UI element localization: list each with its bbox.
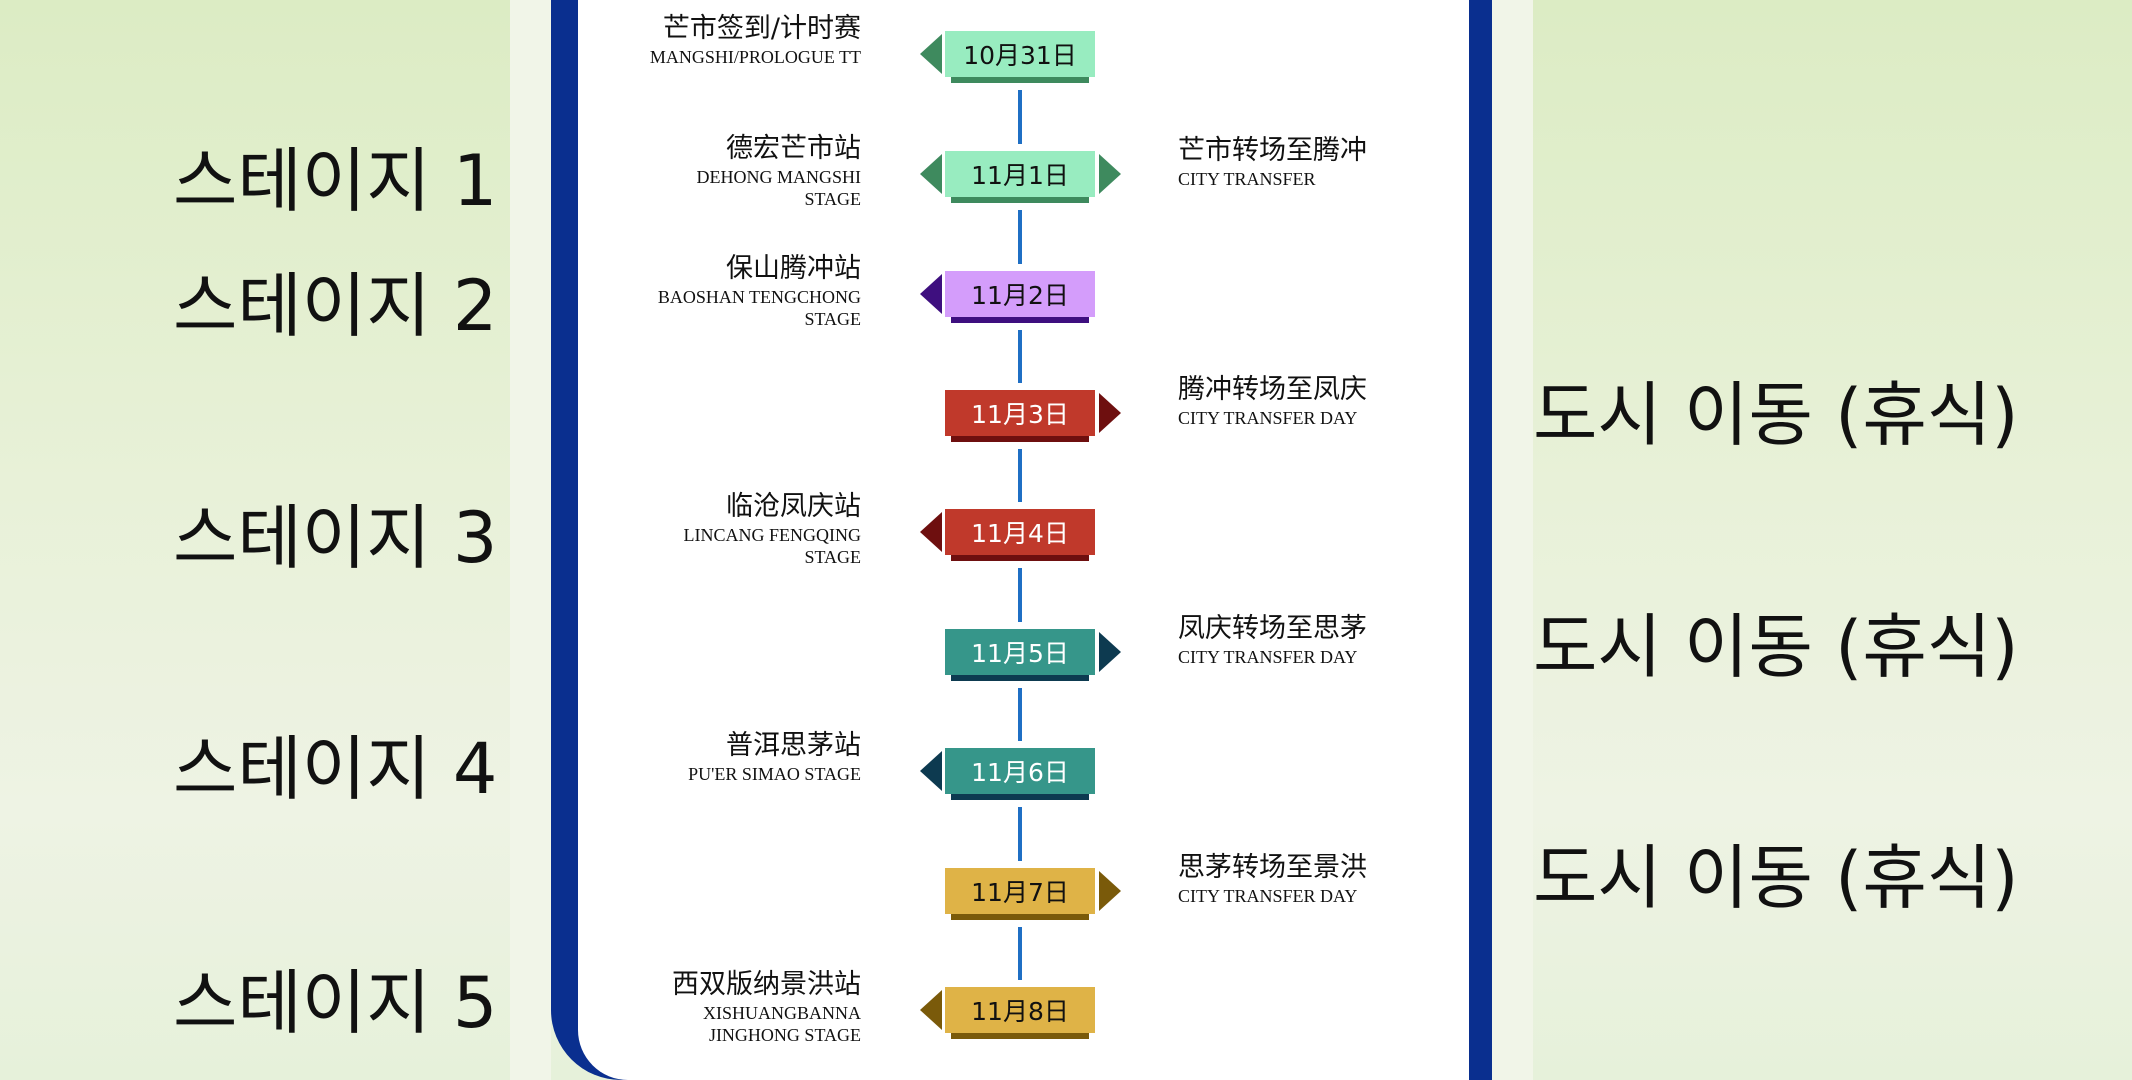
timeline-connector xyxy=(1018,210,1022,264)
timeline-connector xyxy=(1018,90,1022,144)
stage-name-en: DEHONG MANGSHI xyxy=(696,167,862,187)
korean-transfer-label: 도시 이동 (휴식) xyxy=(1533,374,2019,456)
schedule-row: 11月3日 腾冲转场至凤庆 CITY TRANSFER DAY xyxy=(0,374,2132,443)
timeline-connector xyxy=(1018,449,1022,502)
date-label: 11月3日 xyxy=(971,400,1069,429)
schedule-row: 11月6日 普洱思茅站 PU'ER SIMAO STAGE xyxy=(0,730,2132,801)
date-badge: 11月6日 xyxy=(945,748,1095,800)
stage-name-zh: 临沧凤庆站 xyxy=(726,491,861,522)
stage-name-zh: 普洱思茅站 xyxy=(726,730,861,761)
stage-name-en: STAGE xyxy=(804,189,861,209)
transfer-name-en: CITY TRANSFER DAY xyxy=(1178,886,1358,906)
date-label: 11月5日 xyxy=(971,639,1069,668)
timeline-connector xyxy=(1018,330,1022,383)
stage-name-en: MANGSHI/PROLOGUE TT xyxy=(649,47,861,67)
timeline-connector xyxy=(1018,568,1022,622)
left-panel-strip xyxy=(510,0,551,1080)
arrow-left-icon xyxy=(920,34,942,74)
stage-name-en: STAGE xyxy=(804,547,861,567)
schedule-row: 10月31日 芒市签到/计时赛 MANGSHI/PROLOGUE TT xyxy=(0,13,2132,84)
date-badge: 11月8日 xyxy=(945,987,1095,1039)
stage-info: 芒市签到/计时赛 MANGSHI/PROLOGUE TT xyxy=(650,12,861,68)
stage-name-en: LINCANG FENGQING xyxy=(683,525,862,545)
korean-stage-label: 스테이지 2 xyxy=(173,265,498,347)
stage-name-zh: 德宏芒市站 xyxy=(726,133,861,164)
arrow-left-icon xyxy=(920,990,942,1030)
stage-name-en: XISHUANGBANNA xyxy=(702,1003,861,1023)
arrow-right-icon xyxy=(1099,393,1121,433)
transfer-name-zh: 腾冲转场至凤庆 xyxy=(1178,374,1367,405)
stage-name-en: PU'ER SIMAO STAGE xyxy=(688,764,861,784)
korean-stage-label: 스테이지 4 xyxy=(173,728,498,810)
date-label: 11月6日 xyxy=(971,758,1069,787)
date-label: 11月4日 xyxy=(971,519,1069,548)
arrow-right-icon xyxy=(1099,154,1121,194)
transfer-name-zh: 思茅转场至景洪 xyxy=(1178,852,1367,883)
transfer-info: 凤庆转场至思茅 CITY TRANSFER DAY xyxy=(1178,612,1367,668)
stage-name-en: STAGE xyxy=(804,309,861,329)
transfer-name-zh: 芒市转场至腾冲 xyxy=(1178,135,1367,166)
timeline-connector xyxy=(1018,688,1022,741)
arrow-right-icon xyxy=(1099,871,1121,911)
transfer-info: 芒市转场至腾冲 CITY TRANSFER xyxy=(1178,134,1367,190)
transfer-name-en: CITY TRANSFER xyxy=(1178,169,1316,189)
transfer-name-en: CITY TRANSFER DAY xyxy=(1178,408,1358,428)
date-badge: 11月7日 xyxy=(945,868,1095,920)
date-label: 11月2日 xyxy=(971,281,1069,310)
date-badge: 10月31日 xyxy=(945,31,1095,83)
date-label: 10月31日 xyxy=(963,41,1077,70)
date-badge: 11月2日 xyxy=(945,271,1095,323)
transfer-name-zh: 凤庆转场至思茅 xyxy=(1178,613,1367,644)
korean-transfer-label: 도시 이동 (휴식) xyxy=(1533,606,2019,688)
date-badge: 11月1日 xyxy=(945,151,1095,203)
date-label: 11月8日 xyxy=(971,997,1069,1026)
transfer-info: 思茅转场至景洪 CITY TRANSFER DAY xyxy=(1178,851,1367,907)
schedule-row: 11月7日 思茅转场至景洪 CITY TRANSFER DAY xyxy=(0,852,2132,921)
korean-transfer-label: 도시 이동 (휴식) xyxy=(1533,837,2019,919)
date-label: 11月1日 xyxy=(971,161,1069,190)
arrow-left-icon xyxy=(920,274,942,314)
stage-info: 普洱思茅站 PU'ER SIMAO STAGE xyxy=(688,729,861,785)
stage-name-zh: 芒市签到/计时赛 xyxy=(662,13,861,44)
transfer-name-en: CITY TRANSFER DAY xyxy=(1178,647,1358,667)
korean-stage-label: 스테이지 5 xyxy=(173,962,498,1044)
arrow-left-icon xyxy=(920,512,942,552)
arrow-left-icon xyxy=(920,154,942,194)
right-panel-strip xyxy=(1492,0,1533,1080)
korean-stage-label: 스테이지 3 xyxy=(173,497,498,579)
arrow-left-icon xyxy=(920,751,942,791)
date-badge: 11月5日 xyxy=(945,629,1095,681)
transfer-info: 腾冲转场至凤庆 CITY TRANSFER DAY xyxy=(1178,373,1367,429)
schedule-row: 11月5日 凤庆转场至思茅 CITY TRANSFER DAY xyxy=(0,613,2132,682)
stage-name-en: JINGHONG STAGE xyxy=(708,1025,861,1045)
date-badge: 11月4日 xyxy=(945,509,1095,561)
timeline-connector xyxy=(1018,927,1022,980)
stage-name-en: BAOSHAN TENGCHONG xyxy=(657,287,861,307)
stage-name-zh: 西双版纳景洪站 xyxy=(672,969,861,1000)
date-label: 11月7日 xyxy=(971,878,1069,907)
date-badge: 11月3日 xyxy=(945,390,1095,442)
korean-stage-label: 스테이지 1 xyxy=(173,140,498,222)
stage-name-zh: 保山腾冲站 xyxy=(726,253,861,284)
arrow-right-icon xyxy=(1099,632,1121,672)
timeline-connector xyxy=(1018,807,1022,861)
